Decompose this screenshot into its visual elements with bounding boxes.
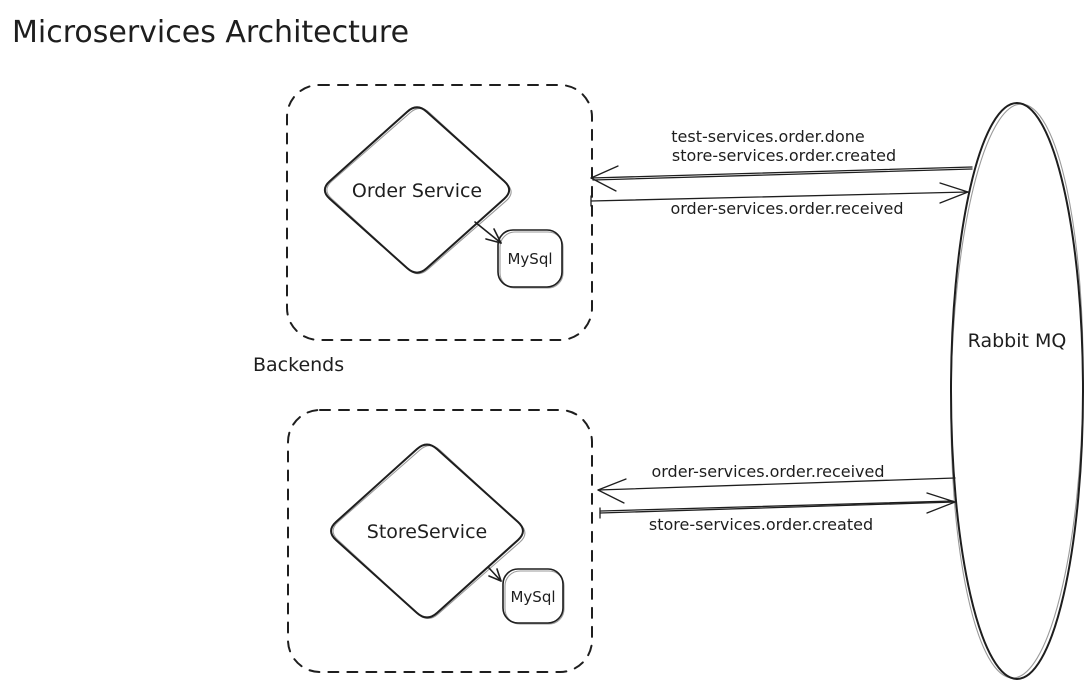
store-service-diamond-sketch <box>332 445 526 620</box>
order-mysql-box <box>497 229 563 288</box>
edge-label: test-services.order.done <box>671 127 864 146</box>
order-service-label: Order Service <box>352 180 482 202</box>
store-service-diamond <box>330 443 524 619</box>
arrow-head <box>488 568 502 582</box>
arrow-head <box>597 478 627 504</box>
arrow-head <box>926 492 956 514</box>
edge-label: store-services.order.created <box>649 515 873 534</box>
arrow-head <box>590 165 619 192</box>
edge-label: store-services.order.created <box>672 146 896 165</box>
order-service-to-rabbitmq-arrow: order-services.order.received <box>590 182 969 218</box>
rabbitmq-node: Rabbit MQ <box>950 102 1084 680</box>
backends-top-group-box <box>286 84 593 341</box>
store-mysql-box <box>502 568 564 624</box>
arrow-line <box>590 166 973 179</box>
arrow-line-sketch <box>600 500 954 512</box>
store-service-to-store-mysql-arrow <box>488 567 502 582</box>
store-service-node: StoreService <box>330 443 526 620</box>
diagram-title: Microservices Architecture <box>12 15 409 50</box>
rabbitmq-to-store-service-arrow: order-services.order.received <box>597 462 956 504</box>
store-service-label: StoreService <box>367 521 487 543</box>
rabbitmq-ellipse-sketch <box>950 103 1084 679</box>
rabbitmq-to-order-service-arrow: test-services.order.done store-services.… <box>590 127 973 192</box>
order-mysql-box-sketch <box>499 231 564 289</box>
order-mysql-label: MySql <box>507 250 552 268</box>
arrow-line <box>488 567 502 582</box>
order-mysql-node: MySql <box>497 229 564 289</box>
arrow-line <box>590 191 969 202</box>
arrow-line <box>599 501 956 514</box>
arrow-head <box>939 182 969 204</box>
order-service-diamond-sketch <box>326 107 512 275</box>
store-mysql-box-sketch <box>504 570 565 625</box>
arrow-line <box>597 477 956 491</box>
rabbitmq-label: Rabbit MQ <box>968 330 1067 352</box>
arrow-line <box>474 221 502 244</box>
order-service-node: Order Service <box>323 106 512 275</box>
arrow-line-sketch <box>592 168 973 181</box>
rabbitmq-ellipse <box>950 102 1084 680</box>
store-mysql-node: MySql <box>502 568 565 625</box>
backends-group-label: Backends <box>253 354 344 376</box>
backends-bottom-group-box <box>287 409 593 673</box>
arrow-head <box>485 228 502 244</box>
store-mysql-label: MySql <box>510 588 555 606</box>
edge-label: order-services.order.received <box>670 199 903 218</box>
edge-label: order-services.order.received <box>651 462 884 481</box>
order-service-diamond <box>323 106 511 274</box>
order-service-to-order-mysql-arrow <box>474 221 502 244</box>
store-service-to-rabbitmq-arrow: store-services.order.created <box>599 492 956 534</box>
